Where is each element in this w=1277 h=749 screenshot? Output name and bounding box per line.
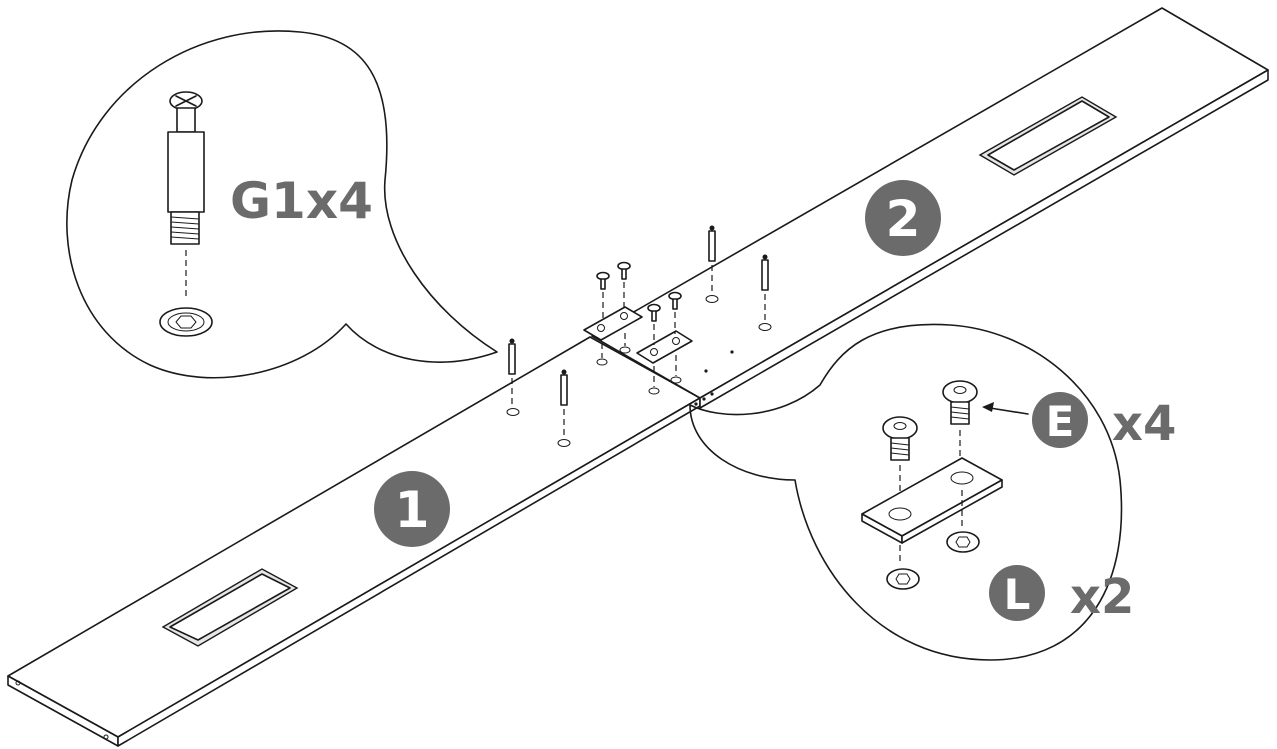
panel-2-badge: 2 bbox=[865, 180, 941, 256]
panel-2-handle-recess bbox=[987, 100, 1110, 171]
callout-e-badge: E bbox=[1032, 392, 1088, 448]
panel-1-top bbox=[7, 336, 701, 738]
panel-1 bbox=[7, 336, 701, 747]
callout-g-label: G1x4 bbox=[230, 172, 373, 230]
callout-g-bubble bbox=[66, 30, 498, 379]
panel-2-edge-side bbox=[699, 69, 1269, 409]
cam-bolt-g bbox=[557, 369, 571, 447]
screw-e bbox=[617, 261, 631, 308]
panel-1-handle-recess bbox=[169, 573, 291, 641]
center-plates bbox=[583, 306, 734, 373]
callout-l-quantity: x2 bbox=[1070, 569, 1134, 625]
callout-e-quantity: x4 bbox=[1112, 396, 1176, 452]
cam-bolt-icon bbox=[159, 91, 213, 337]
hole-insert-icon bbox=[946, 531, 980, 553]
cam-bolt-g bbox=[506, 338, 520, 416]
panel-2-edge-hole bbox=[710, 392, 714, 396]
plate-l bbox=[636, 330, 693, 364]
badge-circle bbox=[865, 180, 941, 256]
screw-e bbox=[647, 303, 661, 345]
badge-circle bbox=[374, 471, 450, 547]
screw-e-icon bbox=[942, 380, 978, 470]
panel-2-number: 2 bbox=[886, 190, 921, 248]
callout-g: G1x4 bbox=[66, 30, 498, 379]
panel-2-edge-hole bbox=[702, 397, 706, 401]
panel-1-number: 1 bbox=[395, 481, 430, 539]
panel-1-badge: 1 bbox=[374, 471, 450, 547]
arrow-icon bbox=[982, 402, 1029, 415]
panel-1-edge-hole bbox=[103, 734, 109, 740]
center-screws bbox=[596, 261, 682, 395]
panel-1-edge-hole bbox=[15, 680, 21, 686]
screw-e bbox=[668, 291, 682, 334]
callout-e-letter: E bbox=[1046, 397, 1075, 446]
callout-el: E x4 L x2 bbox=[689, 323, 1176, 661]
screw-e bbox=[596, 271, 610, 318]
cam-bolt-g bbox=[758, 254, 772, 331]
callout-el-bubble bbox=[689, 323, 1123, 661]
screw-e-icon bbox=[882, 416, 918, 505]
hole-insert-icon bbox=[886, 568, 920, 590]
callout-l-letter: L bbox=[1004, 570, 1031, 619]
panel-2-edge-hole bbox=[694, 402, 698, 406]
callout-l-badge: L bbox=[989, 565, 1045, 621]
cam-bolt-g bbox=[705, 225, 719, 303]
plate-l-icon bbox=[861, 457, 1003, 544]
cam-bolts bbox=[506, 225, 772, 447]
